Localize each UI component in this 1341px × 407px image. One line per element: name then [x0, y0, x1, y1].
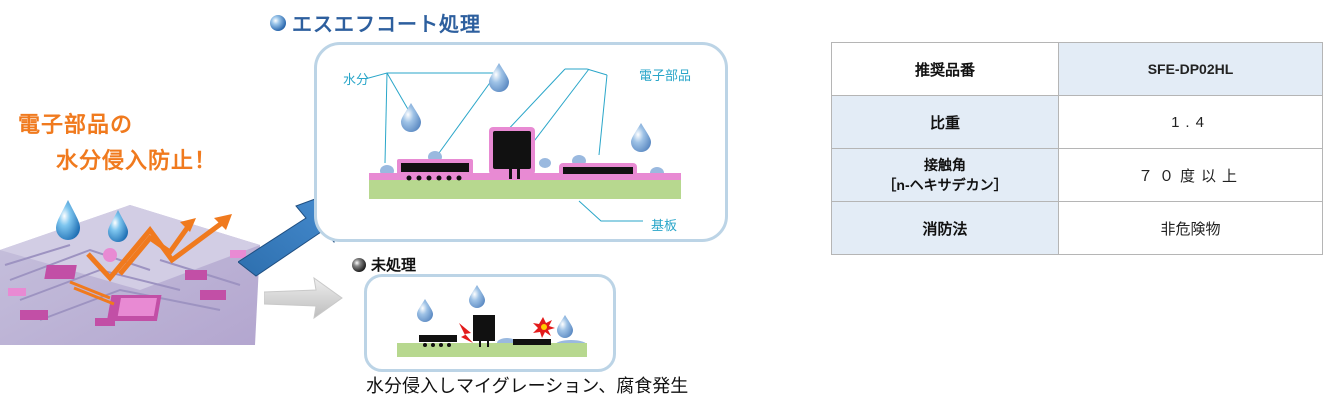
table-row: 比重 1.4 — [831, 95, 1323, 149]
label-substrate: 基板 — [651, 219, 678, 234]
gray-arrow-icon — [264, 276, 343, 320]
spec-label-line2: ［n-ヘキサデカン］ — [882, 177, 1008, 193]
table-row: 推奨品番 SFE-DP02HL — [831, 42, 1323, 96]
water-drop-icon — [401, 63, 651, 152]
pcb-illustration — [0, 200, 260, 345]
spec-label-line1: 接触角 — [924, 157, 966, 173]
untreated-diagram — [397, 285, 587, 357]
spark-icon — [459, 323, 473, 343]
spec-label: 比重 — [831, 95, 1059, 149]
treated-title: エスエフコート処理 — [270, 8, 481, 37]
treated-diagram — [364, 63, 681, 222]
untreated-title-text: 未処理 — [371, 256, 417, 274]
arrowhead — [214, 214, 232, 230]
table-row: 消防法 非危険物 — [831, 201, 1323, 255]
sphere-bullet-icon — [270, 14, 286, 31]
spec-label: 接触角 ［n-ヘキサデカン］ — [831, 148, 1059, 202]
spec-value: 1.4 — [1058, 95, 1323, 149]
spec-value: SFE-DP02HL — [1058, 42, 1323, 96]
headline: 電子部品の 水分侵入防止！ — [18, 108, 217, 180]
water-drop-icon — [56, 200, 128, 242]
table-row: 接触角 ［n-ヘキサデカン］ ７０度以上 — [831, 148, 1323, 202]
untreated-diagram-panel — [364, 274, 616, 372]
spec-label: 推奨品番 — [831, 42, 1059, 96]
orange-zigzag-arrow-icon — [86, 217, 228, 282]
headline-line1: 電子部品の — [18, 113, 134, 138]
untreated-title: 未処理 — [352, 254, 416, 275]
label-components: 電子部品 — [639, 69, 692, 84]
substrate — [369, 179, 681, 199]
label-water: 水分 — [343, 73, 370, 88]
water-drop-icon — [417, 285, 573, 338]
treated-diagram-panel: 水分 電子部品 基板 — [314, 42, 728, 242]
spec-label: 消防法 — [831, 201, 1059, 255]
spec-value: ７０度以上 — [1058, 148, 1323, 202]
sphere-bullet-icon — [352, 257, 366, 272]
treated-title-text: エスエフコート処理 — [292, 12, 481, 36]
spec-table: 推奨品番 SFE-DP02HL 比重 1.4 接触角 ［n-ヘキサデカン］ ７０… — [831, 42, 1323, 255]
spec-value: 非危険物 — [1058, 201, 1323, 255]
headline-line2: 水分侵入防止！ — [56, 149, 218, 174]
untreated-caption: 水分侵入しマイグレーション、腐食発生 — [366, 376, 689, 397]
